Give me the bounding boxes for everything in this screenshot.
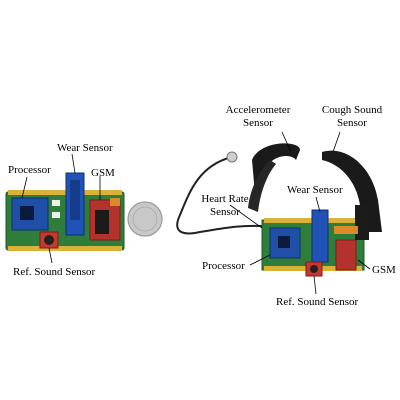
label-accelerometer-line1: Accelerometer	[225, 104, 291, 116]
label-heart-rate-line2: Sensor	[210, 206, 240, 218]
label-ref-sound-right: Ref. Sound Sensor	[276, 296, 359, 308]
right-wearable	[176, 143, 382, 277]
left-pcb-board	[5, 172, 125, 251]
label-processor-right: Processor	[202, 260, 245, 272]
label-wear-sensor-right: Wear Sensor	[287, 184, 343, 196]
label-processor-left: Processor	[8, 164, 51, 176]
label-wear-sensor-left: Wear Sensor	[57, 142, 113, 154]
label-gsm-right: GSM	[372, 264, 396, 276]
label-ref-sound-left: Ref. Sound Sensor	[13, 266, 96, 278]
coin	[127, 201, 163, 237]
label-gsm-left: GSM	[91, 167, 115, 179]
label-cough-line2: Sensor	[337, 117, 367, 129]
label-heart-rate-line1: Heart Rate	[201, 193, 249, 205]
label-accelerometer-line2: Sensor	[243, 117, 273, 129]
label-cough-line1: Cough Sound	[321, 104, 383, 116]
leader-lines	[21, 131, 371, 295]
